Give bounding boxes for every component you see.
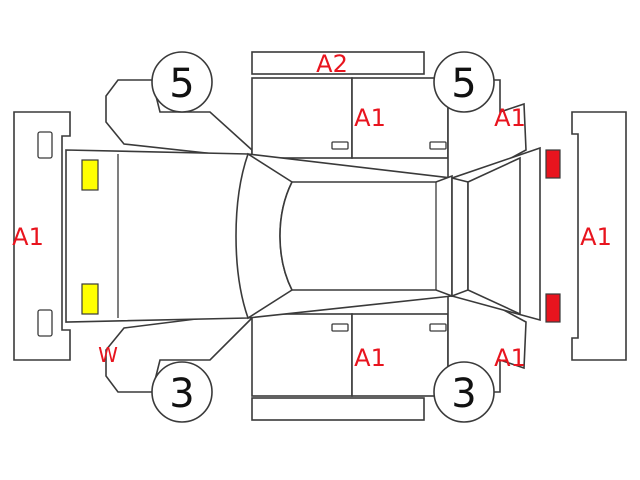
taillight-upper [545,149,561,179]
damage-code-rear-bumper: A1 [580,223,612,251]
taillight-lower [545,293,561,323]
damage-code-front-bumper: A1 [12,223,44,251]
lower-side-panels [105,282,527,397]
tire-lower-left: 3 [151,361,213,423]
tire-tread-lower-right: 3 [451,371,476,417]
damage-code-windshield: W [98,343,118,367]
tire-tread-upper-right: 5 [451,61,476,107]
tire-tread-lower-left: 3 [169,371,194,417]
damage-code-fender-lower-right: A1 [494,344,526,372]
side-sill-bottom [251,397,425,421]
damage-code-door-lower: A1 [354,344,386,372]
tire-tread-upper-left: 5 [169,61,194,107]
headlight-lower [81,283,99,315]
car-body-top-view [65,146,541,323]
damage-code-roof-top: A2 [316,50,348,78]
tire-upper-right: 5 [433,51,495,113]
roof-rail-top [251,51,425,75]
damage-code-fender-upper-right: A1 [494,104,526,132]
front-bumper [13,111,71,361]
tire-lower-right: 3 [433,361,495,423]
damage-code-door-upper: A1 [354,104,386,132]
headlight-upper [81,159,99,191]
rear-bumper [571,111,627,361]
tire-upper-left: 5 [151,51,213,113]
